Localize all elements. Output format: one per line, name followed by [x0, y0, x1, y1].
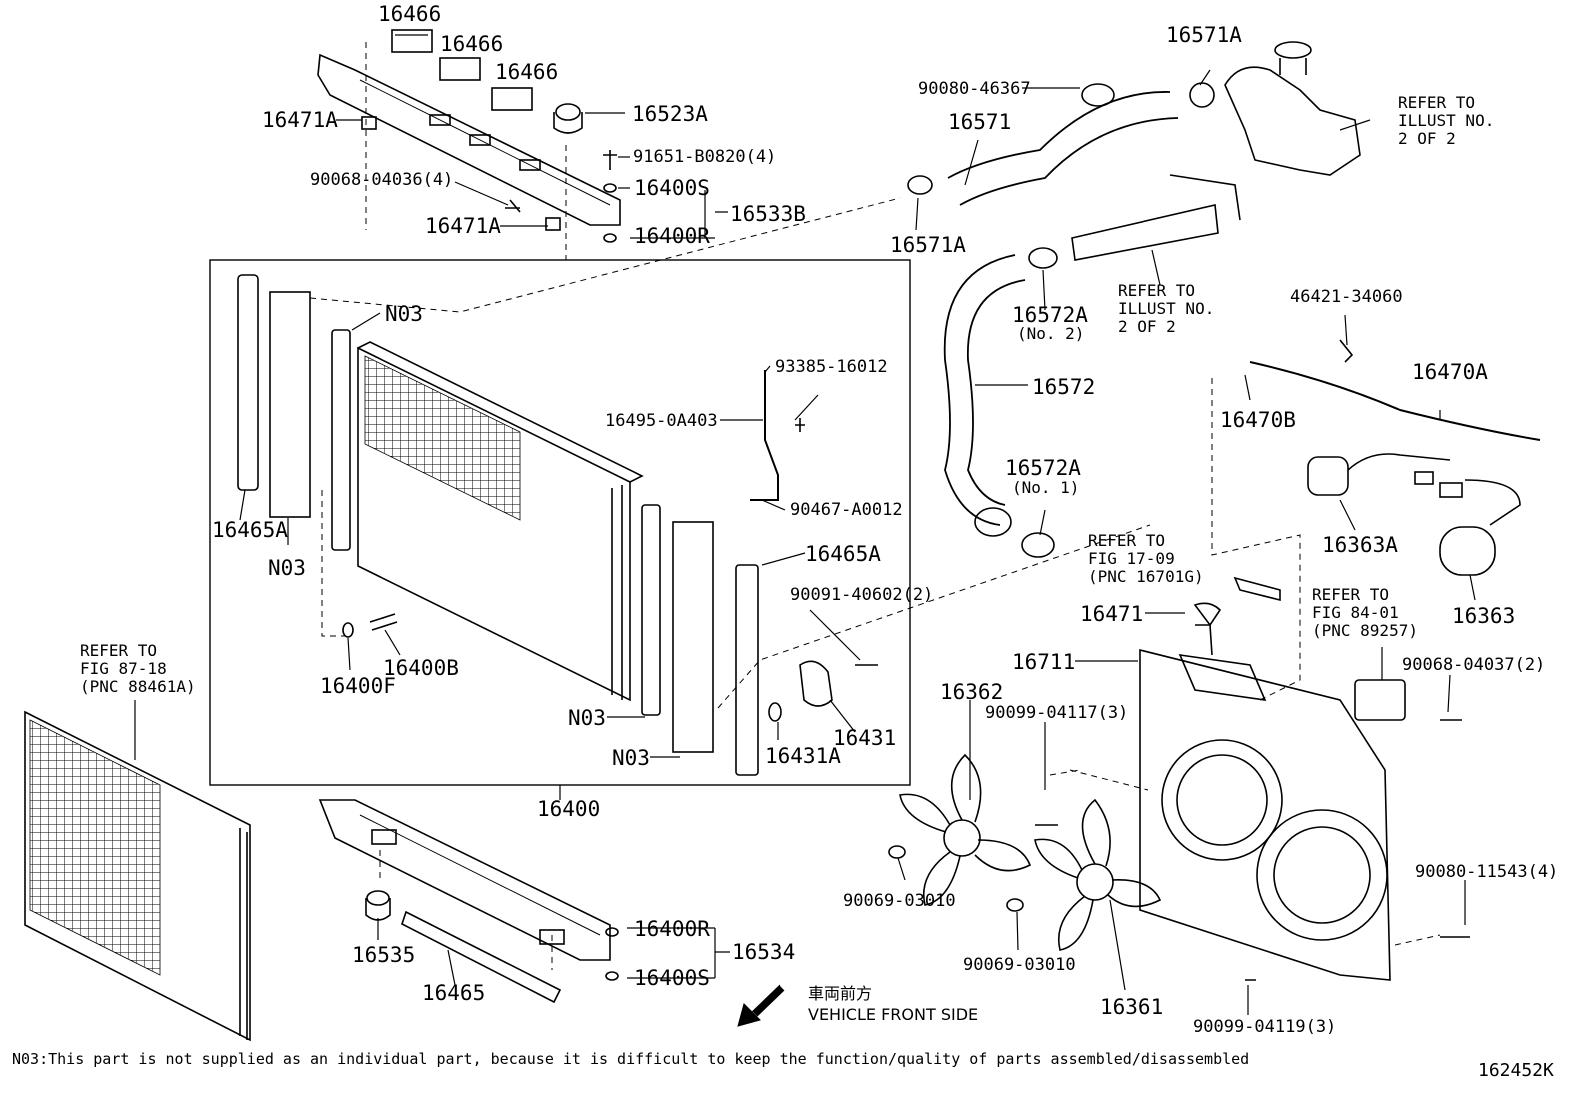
- drain-and-brackets: [342, 370, 878, 722]
- rubber-pads-16466: [391, 29, 533, 111]
- label-16571: 16571: [948, 110, 1012, 134]
- vehicle-front-jp: 車両前方: [808, 984, 873, 1003]
- hose-clamps: [907, 82, 1215, 558]
- dashed-guide-top: [365, 42, 567, 260]
- label-16361: 16361: [1100, 995, 1164, 1019]
- radiator-group-box: [209, 259, 911, 786]
- label-N03-a: N03: [385, 302, 423, 326]
- cooling-fans: [899, 753, 1162, 951]
- fan-motors: [1307, 453, 1521, 576]
- label-16400S-bot: 16400S: [634, 966, 710, 990]
- label-16523A: 16523A: [632, 102, 708, 126]
- label-16400R-bot: 16400R: [634, 917, 710, 941]
- cushion-16523A: [553, 103, 583, 134]
- label-90080-11543: 90080-11543(4): [1415, 862, 1559, 882]
- hoses: [943, 91, 1541, 526]
- label-16363: 16363: [1452, 604, 1516, 628]
- footnote: N03:This part is not supplied as an indi…: [12, 1050, 1250, 1068]
- label-16400S-top: 16400S: [634, 176, 710, 200]
- illustration-code: 162452K: [1478, 1060, 1554, 1081]
- refer-fig-17-09: REFER TO FIG 17-09 (PNC 16701G): [1088, 531, 1204, 586]
- label-16495-0A403: 16495-0A403: [605, 411, 718, 431]
- label-16572: 16572: [1032, 375, 1096, 399]
- filler-neck: [1224, 41, 1361, 176]
- label-16471A-top: 16471A: [262, 108, 338, 132]
- label-91651-B0820: 91651-B0820(4): [633, 147, 777, 167]
- label-16471A-mid: 16471A: [425, 214, 501, 238]
- lower-support-bracket: [318, 799, 619, 1004]
- condenser: [24, 710, 251, 1042]
- label-16431A: 16431A: [765, 744, 841, 768]
- radiator-side-parts: [237, 274, 759, 776]
- label-16572A-no2-sub: (No. 2): [1017, 324, 1085, 343]
- label-16571A-bot: 16571A: [890, 233, 966, 257]
- label-16572A-no1: 16572A: [1005, 456, 1081, 480]
- label-90068-04036: 90068-04036(4): [310, 170, 454, 190]
- vehicle-front-arrow: [737, 984, 781, 1027]
- label-N03-c: N03: [568, 706, 606, 730]
- dashed-guides-right: [1049, 378, 1441, 946]
- label-93385-16012: 93385-16012: [775, 357, 888, 377]
- label-90099-04117: 90099-04117(3): [985, 703, 1129, 723]
- label-16465: 16465: [422, 981, 486, 1005]
- upper-support-bracket: [317, 53, 621, 226]
- label-16362: 16362: [940, 680, 1004, 704]
- label-16470B: 16470B: [1220, 408, 1296, 432]
- misc-fasteners: [888, 339, 1470, 981]
- label-16572A-no1-sub: (No. 1): [1012, 478, 1080, 497]
- label-90068-04037: 90068-04037(2): [1402, 655, 1546, 675]
- label-90069-03010-b: 90069-03010: [963, 955, 1076, 975]
- radiator-core: [357, 341, 644, 702]
- label-16533B: 16533B: [730, 202, 806, 226]
- label-16400F: 16400F: [320, 674, 396, 698]
- label-16466-c: 16466: [495, 60, 559, 84]
- label-16535: 16535: [352, 943, 416, 967]
- label-16400R-top: 16400R: [634, 224, 710, 248]
- label-16466-a: 16466: [378, 2, 442, 26]
- label-90467-A0012: 90467-A0012: [790, 500, 903, 520]
- small-bolts-upper: [361, 116, 617, 243]
- fan-shroud: [1139, 624, 1391, 981]
- refer-illust-top: REFER TO ILLUST NO. 2 OF 2: [1398, 93, 1495, 148]
- label-90099-04119: 90099-04119(3): [1193, 1017, 1337, 1037]
- label-16471: 16471: [1080, 602, 1144, 626]
- refer-fig-84-01: REFER TO FIG 84-01 (PNC 89257): [1312, 585, 1418, 640]
- label-16466-b: 16466: [440, 32, 504, 56]
- label-90080-46367: 90080-46367: [918, 79, 1031, 99]
- label-90069-03010-a: 90069-03010: [843, 891, 956, 911]
- vehicle-front-en: VEHICLE FRONT SIDE: [808, 1005, 979, 1024]
- label-90091-40602: 90091-40602(2): [790, 585, 934, 605]
- label-16470A: 16470A: [1412, 360, 1488, 384]
- label-16534: 16534: [732, 940, 796, 964]
- label-N03-d: N03: [612, 746, 650, 770]
- label-46421-34060: 46421-34060: [1290, 287, 1403, 307]
- label-16572A-no2: 16572A: [1012, 303, 1088, 327]
- label-16465A-left: 16465A: [212, 518, 288, 542]
- refer-illust-mid: REFER TO ILLUST NO. 2 OF 2: [1118, 281, 1215, 336]
- label-16711: 16711: [1012, 650, 1076, 674]
- dashed-guides-radiator: [309, 197, 1151, 709]
- label-16465A-right: 16465A: [805, 542, 881, 566]
- label-16400B: 16400B: [383, 656, 459, 680]
- label-N03-b: N03: [268, 556, 306, 580]
- label-16400: 16400: [537, 797, 601, 821]
- dashed-guide-lower: [379, 850, 553, 970]
- label-16571A-top: 16571A: [1166, 23, 1242, 47]
- label-16431: 16431: [833, 726, 897, 750]
- refer-fig-87-18: REFER TO FIG 87-18 (PNC 88461A): [80, 641, 196, 696]
- leader-lines: [134, 34, 1476, 1015]
- label-16363A: 16363A: [1322, 533, 1398, 557]
